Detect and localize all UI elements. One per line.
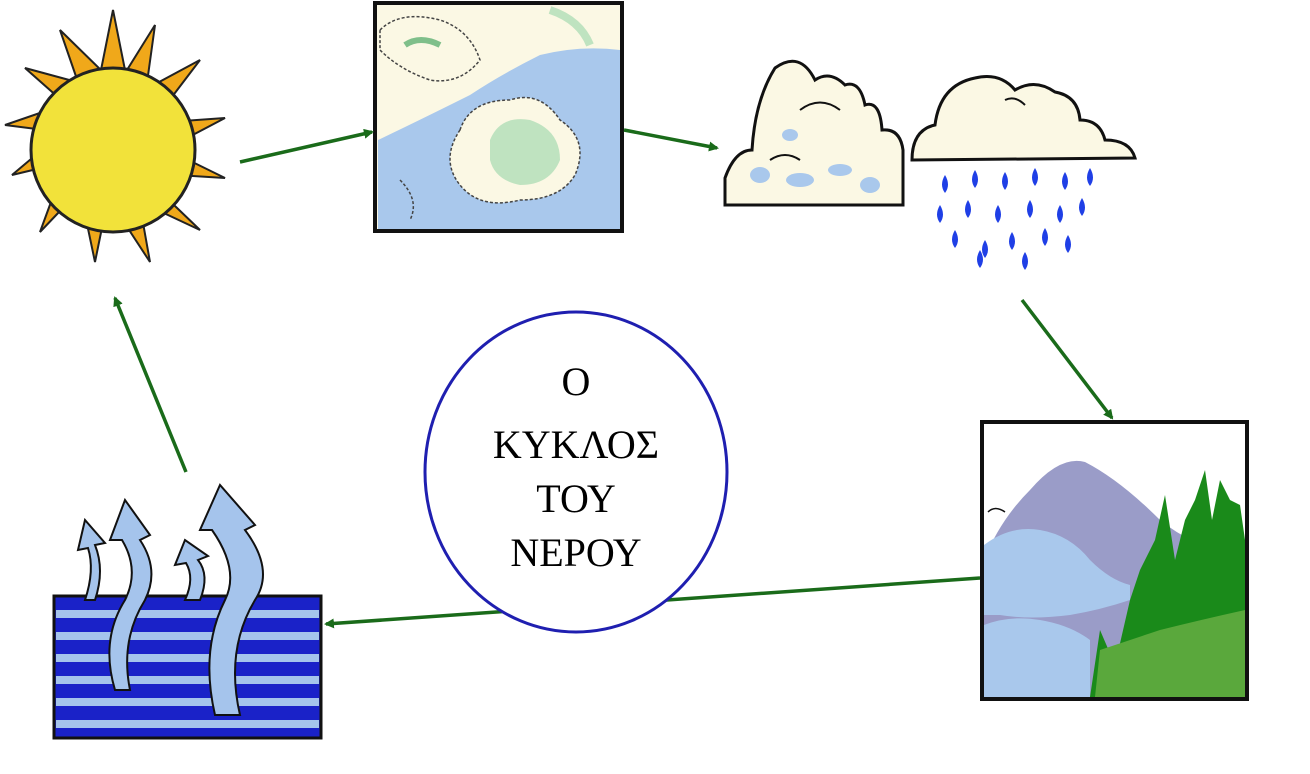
title-line-3: ΤΟΥ — [536, 476, 616, 521]
rain-cloud-icon — [910, 75, 1137, 270]
title-line-1: Ο — [562, 359, 591, 404]
evaporation-panel-icon — [373, 1, 624, 233]
title-circle: Ο ΚΥΚΛΟΣ ΤΟΥ ΝΕΡΟΥ — [423, 310, 729, 634]
title-line-2: ΚΥΚΛΟΣ — [493, 422, 659, 467]
title-line-4: ΝΕΡΟΥ — [510, 530, 641, 575]
rising-vapor-water-icon — [52, 483, 323, 740]
arrow-water-to-sun — [113, 296, 188, 473]
arrow-sun-to-evaporation — [239, 128, 374, 164]
arrow-rain-to-landscape — [1020, 298, 1114, 420]
arrow-evaporation-to-clouds — [623, 128, 719, 152]
sun-icon — [4, 9, 226, 263]
cumulus-clouds-icon — [723, 59, 905, 207]
mountain-landscape-icon — [980, 420, 1249, 701]
